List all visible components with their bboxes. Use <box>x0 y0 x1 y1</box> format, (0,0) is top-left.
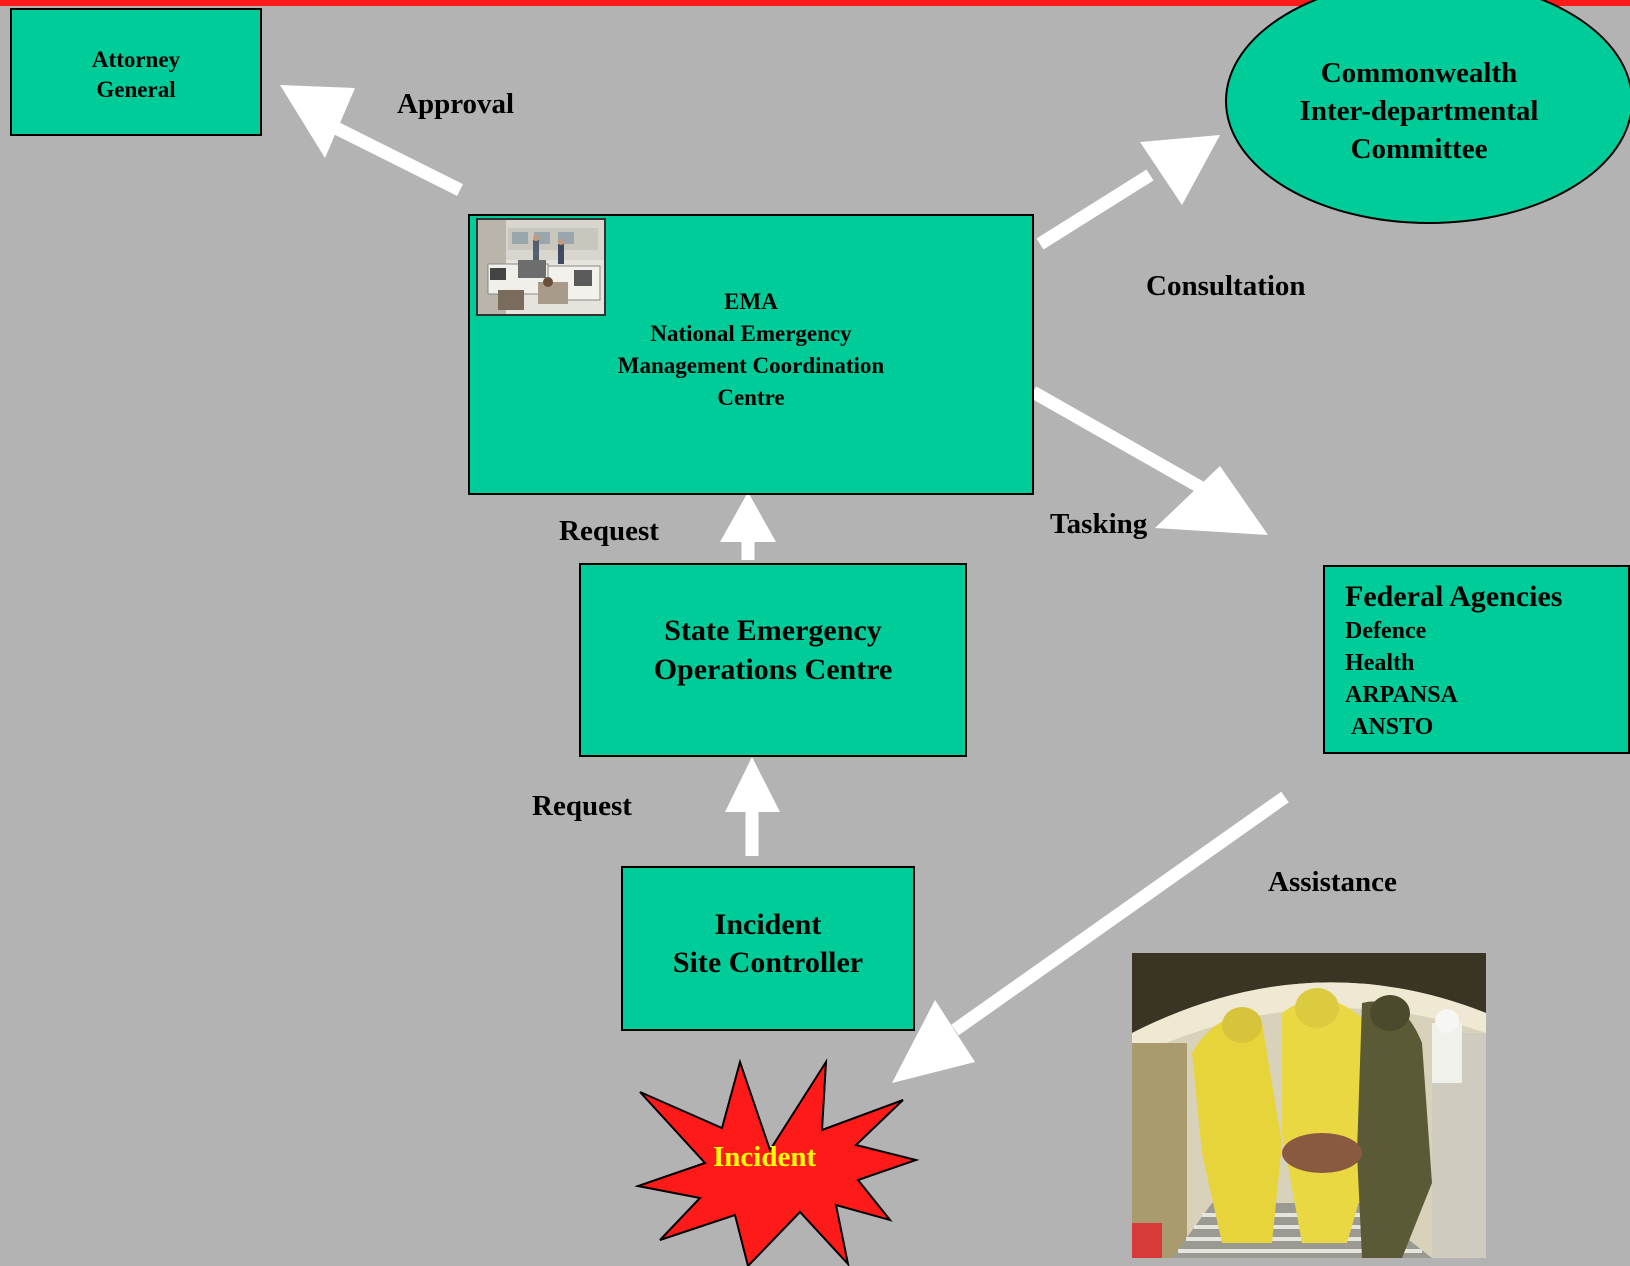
committee-line3: Committee <box>1350 133 1488 165</box>
committee-ellipse: Commonwealth Inter-departmental Committe… <box>1225 0 1630 224</box>
federal-agencies-title: Federal Agencies <box>1345 580 1563 613</box>
label-request-lower: Request <box>532 790 632 822</box>
incident-burst <box>634 1058 920 1266</box>
federal-agency-item: Health <box>1345 650 1415 676</box>
decontamination-photo <box>1132 953 1486 1258</box>
label-request-upper: Request <box>559 515 659 547</box>
attorney-general-box: Attorney General <box>10 8 262 136</box>
decontamination-illustration <box>1132 953 1486 1258</box>
state-centre-line2: Operations Centre <box>653 653 893 686</box>
attorney-general-line1: Attorney <box>91 47 181 72</box>
label-approval: Approval <box>397 88 515 120</box>
arrow-approval <box>327 119 463 196</box>
control-room-photo <box>476 218 606 316</box>
ema-line3: Management Coordination <box>617 352 885 378</box>
ema-line4: Centre <box>717 384 785 410</box>
committee-line2: Inter-departmental <box>1299 95 1539 127</box>
state-centre-line1: State Emergency <box>664 614 882 647</box>
control-room-illustration <box>478 220 604 314</box>
arrow-request-upper-head <box>720 492 776 542</box>
ema-line2: National Emergency <box>650 320 852 346</box>
top-red-bar <box>0 0 1630 6</box>
label-tasking: Tasking <box>1050 508 1148 540</box>
site-controller-box: Incident Site Controller <box>621 866 915 1031</box>
committee-line1: Commonwealth <box>1320 57 1518 89</box>
federal-agency-item: Defence <box>1345 618 1427 644</box>
label-consultation: Consultation <box>1146 270 1306 302</box>
incident-label: Incident <box>713 1141 817 1173</box>
site-controller-line1: Incident <box>714 907 822 941</box>
label-assistance: Assistance <box>1268 866 1397 898</box>
attorney-general-line2: General <box>96 77 176 102</box>
arrow-request-lower-head <box>725 757 780 812</box>
arrow-approval-head <box>280 85 355 158</box>
arrow-consultation <box>1036 169 1154 250</box>
ema-line1: EMA <box>724 288 778 314</box>
arrow-assistance-head <box>892 1000 975 1083</box>
federal-agency-item: ANSTO <box>1351 714 1434 740</box>
federal-agency-item: ARPANSA <box>1345 682 1458 708</box>
arrow-tasking-head <box>1155 466 1268 535</box>
arrow-assistance <box>951 791 1289 1036</box>
site-controller-line2: Site Controller <box>672 945 864 979</box>
federal-agencies-box: Federal Agencies Defence Health ARPANSA … <box>1323 565 1630 754</box>
arrow-consultation-head <box>1140 135 1220 205</box>
arrow-tasking <box>1029 386 1204 493</box>
state-operations-centre-box: State Emergency Operations Centre <box>579 563 967 757</box>
